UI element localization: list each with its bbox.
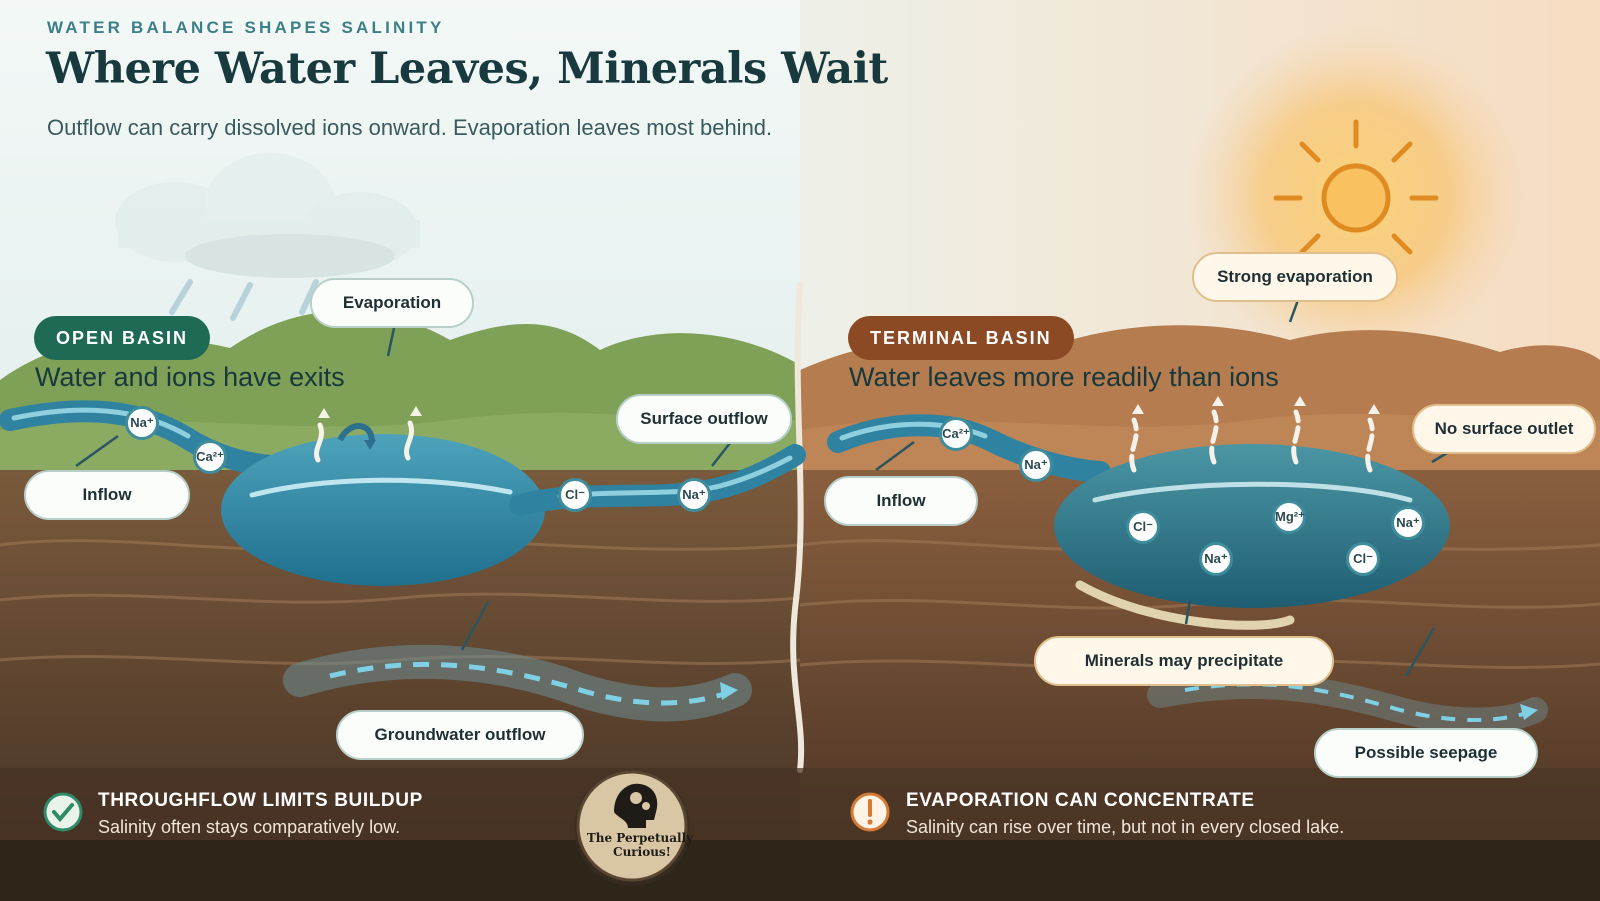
warning-icon: [850, 792, 890, 832]
ion-cl: Cl⁻: [1346, 542, 1380, 576]
ion-cl: Cl⁻: [1126, 510, 1160, 544]
open-inflow-label: Inflow: [24, 470, 190, 520]
ion-na: Na⁺: [677, 478, 711, 512]
check-icon: [43, 792, 83, 832]
evaporation-label: Evaporation: [310, 278, 474, 328]
open-basin-heading: Water and ions have exits: [35, 362, 345, 392]
ion-na: Na⁺: [1199, 542, 1233, 576]
kicker: WATER BALANCE SHAPES SALINITY: [47, 18, 445, 37]
open-footer-subtitle: Salinity often stays comparatively low.: [98, 817, 401, 837]
ion-na: Na⁺: [1019, 448, 1053, 482]
terminal-inflow-label: Inflow: [824, 476, 978, 526]
logo-line1: The Perpetually: [587, 831, 694, 845]
page-title: Where Water Leaves, Minerals Wait: [46, 44, 888, 94]
strong-evaporation-label: Strong evaporation: [1192, 252, 1398, 302]
terminal-basin-badge: TERMINAL BASIN: [848, 316, 1074, 360]
terminal-footer-subtitle: Salinity can rise over time, but not in …: [906, 817, 1345, 837]
ion-cl: Cl⁻: [558, 478, 592, 512]
open-footer-title: THROUGHFLOW LIMITS BUILDUP: [98, 790, 423, 811]
ion-ca: Ca²⁺: [939, 417, 973, 451]
groundwater-outflow-label: Groundwater outflow: [336, 710, 584, 760]
no-surface-outlet-label: No surface outlet: [1412, 404, 1596, 454]
head-gears-icon: [614, 783, 658, 828]
terminal-footer-title: EVAPORATION CAN CONCENTRATE: [906, 790, 1255, 811]
terminal-basin-heading: Water leaves more readily than ions: [849, 362, 1279, 392]
ion-na: Na⁺: [125, 406, 159, 440]
open-basin-badge: OPEN BASIN: [34, 316, 211, 360]
page-subtitle: Outflow can carry dissolved ions onward.…: [47, 115, 773, 140]
ion-ca: Ca²⁺: [193, 440, 227, 474]
ion-mg: Mg²⁺: [1272, 500, 1306, 534]
logo-line2: Curious!: [613, 845, 671, 859]
logo-badge: The Perpetually Curious!: [574, 770, 694, 886]
minerals-precipitate-label: Minerals may precipitate: [1034, 636, 1334, 686]
surface-outflow-label: Surface outflow: [616, 394, 792, 444]
ion-na: Na⁺: [1391, 506, 1425, 540]
cloud-icon: [115, 153, 420, 321]
possible-seepage-label: Possible seepage: [1314, 728, 1538, 778]
sun-icon: [1273, 119, 1439, 255]
